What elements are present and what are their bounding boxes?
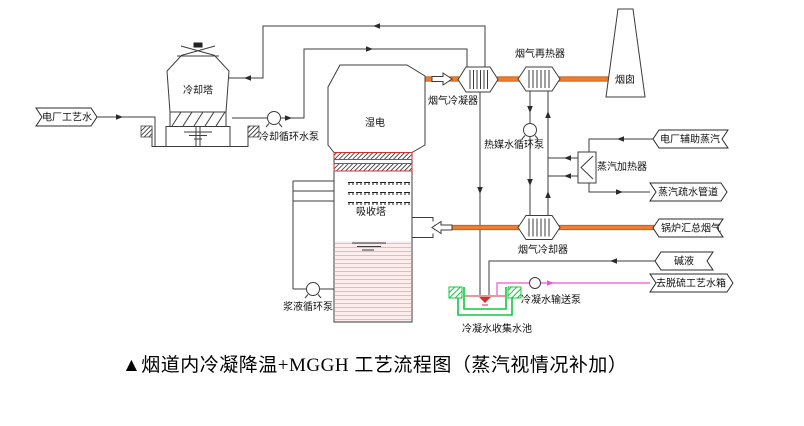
water-level-icon xyxy=(352,242,386,251)
label-steam-drain-pipe: 蒸汽疏水管道 xyxy=(658,186,718,199)
slurry-pool xyxy=(335,241,411,322)
flue-gas-cooler xyxy=(517,215,561,240)
steam-drain-line xyxy=(588,183,650,193)
slurry-pump-icon xyxy=(306,282,320,296)
flue-gas-reheater xyxy=(517,66,561,92)
water-level-icon xyxy=(184,131,212,140)
banner-alkali xyxy=(654,251,714,271)
label-condensate-pump: 冷凝水输送泵 xyxy=(521,293,581,306)
label-flue-gas-cooler: 烟气冷却器 xyxy=(518,243,568,256)
heat-medium-pump-icon xyxy=(523,123,537,137)
banner-plant-process-water xyxy=(35,107,98,127)
cooling-tower-body xyxy=(166,55,230,113)
label-slurry-pump: 浆液循环泵 xyxy=(283,300,333,313)
tower-basin xyxy=(165,126,231,147)
condensate-transfer-line xyxy=(496,280,650,295)
aux-steam-line xyxy=(588,138,653,152)
spray-headers xyxy=(293,180,341,202)
diagram-caption: ▲烟道内冷凝降温+MGGH 工艺流程图（蒸汽视情况补加） xyxy=(122,355,628,376)
label-boiler-flue-gas: 锅炉汇总烟气 xyxy=(661,222,721,235)
label-steam-heater: 蒸汽加热器 xyxy=(597,160,647,173)
cooling-water-pump-icon xyxy=(267,111,281,125)
label-to-desulf-tank: 去脱硫工艺水箱 xyxy=(656,277,726,290)
label-cooling-water-pump: 冷却循环水泵 xyxy=(259,130,319,143)
ground-hatch-icon xyxy=(507,286,522,299)
pipe-lines xyxy=(97,23,655,295)
banner-steam-drain xyxy=(649,182,728,202)
absorber-inlet-duct xyxy=(412,217,434,238)
red-level-icon xyxy=(479,297,491,303)
cooling-return-line xyxy=(228,25,486,79)
fan-hub-icon xyxy=(193,42,203,48)
label-plant-aux-steam: 电厂辅助蒸汽 xyxy=(660,133,720,146)
label-cooling-tower: 冷却塔 xyxy=(183,84,213,97)
label-chimney: 烟囱 xyxy=(615,73,635,86)
absorber-tower xyxy=(304,64,426,323)
ground-hatch-icon xyxy=(247,125,260,138)
cooling-supply-line xyxy=(232,48,468,119)
steam-heater-branches xyxy=(548,157,578,177)
label-flue-gas-condenser: 烟气冷凝器 xyxy=(428,94,478,107)
label-heat-medium-pump: 热媒水循环泵 xyxy=(484,138,544,151)
labels: 冷却塔 冷却循环水泵 湿电 吸收塔 浆液循环泵 烟气冷凝器 烟气再热器 烟囱 热… xyxy=(42,47,726,335)
banner-boiler-flue-gas xyxy=(652,218,724,238)
stream-banners xyxy=(35,107,734,293)
demister-band xyxy=(333,163,413,172)
condensate-pump-icon xyxy=(529,277,541,289)
banner-plant-aux-steam xyxy=(652,129,729,149)
demister-band xyxy=(333,152,413,160)
label-wet-esp: 湿电 xyxy=(365,116,385,129)
flue-gas-condenser xyxy=(457,66,499,93)
chimney-body xyxy=(605,8,646,98)
label-alkali: 碱液 xyxy=(674,255,694,268)
label-absorber: 吸收塔 xyxy=(356,205,386,218)
label-plant-process-water: 电厂工艺水 xyxy=(42,111,92,124)
steam-heater xyxy=(577,151,597,184)
cooling-tower xyxy=(140,42,283,147)
label-flue-gas-reheater: 烟气再热器 xyxy=(515,47,565,60)
gas-flow-arrow-right-icon xyxy=(431,72,453,86)
label-condensate-pool: 冷凝水收集水池 xyxy=(462,322,532,335)
ground-hatch-icon xyxy=(448,286,463,299)
banner-to-desulf-tank xyxy=(649,273,734,293)
ground-hatch-icon xyxy=(140,125,153,138)
gas-flow-arrow-left-icon xyxy=(431,220,453,235)
slurry-line xyxy=(292,181,334,290)
condensate-pool xyxy=(448,286,522,316)
alkali-line xyxy=(488,260,655,295)
